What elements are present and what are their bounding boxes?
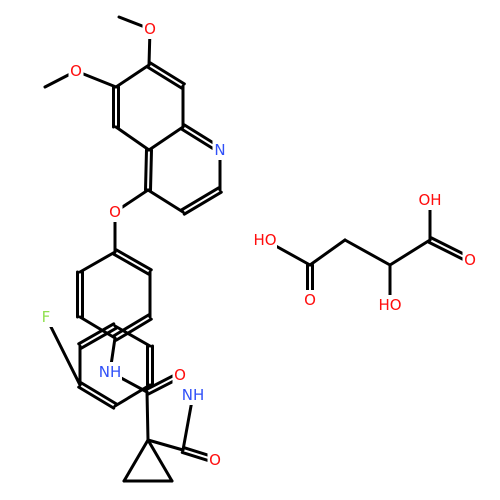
bond-f6-f1-a — [79, 326, 118, 350]
bond-c4a-c8a — [147, 125, 185, 152]
bond-c2-c3-a — [180, 186, 221, 212]
atom-label-bg-quinoline_n — [212, 140, 228, 160]
atom-label-amide_o_lower: O — [209, 451, 221, 469]
atom-label-bg-malic_o_left — [302, 290, 318, 310]
atom-label-bg-amide_o_lower — [207, 450, 223, 470]
atom-label-bg-methoxy_o_top — [142, 19, 158, 39]
atom-label-bg-amide_nh_left — [98, 362, 122, 382]
atom-label-malic_ho_mid: HO — [378, 296, 401, 314]
atom-label-bg-ether_o — [107, 202, 123, 222]
bond-c4-c4a-b — [144, 148, 149, 192]
atom-label-quinoline_n: N — [214, 141, 225, 159]
bond-f6-f1-b — [77, 322, 116, 346]
atom-label-bg-malic_ho_mid — [378, 295, 402, 315]
bond-b3-b4-a — [112, 313, 151, 338]
bond-f1-f2 — [113, 324, 152, 348]
atom-label-methoxy_o_left: O — [70, 62, 82, 80]
bond-c1-c2m — [308, 238, 347, 267]
bond-cp-cAm2 — [146, 438, 185, 452]
atom-label-amide_o_upper: O — [174, 366, 186, 384]
bond-c3m-c4m — [388, 238, 432, 267]
bond-layer — [43, 15, 473, 483]
atom-label-malic_o_left: O — [304, 291, 316, 309]
atom-label-bg-malic_o_right — [462, 250, 478, 270]
bond-b4-b5 — [78, 315, 117, 340]
bond-f4-f5-b — [77, 385, 116, 410]
atom-label-malic_ho_left: HO — [253, 231, 276, 249]
atom-label-fluorine: F — [42, 308, 51, 326]
atom-label-bg-methoxy_o_left — [68, 61, 84, 81]
bond-c4m-oR-a — [427, 240, 471, 264]
atom-label-malic_o_right: O — [464, 251, 476, 269]
atom-label-ether_o: O — [109, 203, 121, 221]
bond-f5-f — [44, 315, 82, 387]
atom-label-methoxy_o_top: O — [144, 20, 156, 38]
atom-label-bg-malic_ho_left — [253, 230, 277, 250]
bond-c2m-c3m — [343, 238, 392, 267]
bond-c2-c3-b — [182, 190, 223, 216]
bond-cp-cpA — [122, 438, 150, 483]
atom-label-bg-amide_nh_right — [181, 385, 205, 405]
atom-label-amide_nh_right: NH — [182, 386, 205, 404]
bond-b1-b2-a — [112, 252, 151, 276]
bond-c4a-c5 — [114, 125, 151, 152]
atom-label-bg-amide_o_upper — [172, 365, 188, 385]
bond-f4-f5-a — [79, 381, 118, 406]
bond-b3-b4-b — [114, 317, 153, 342]
bond-f3-f4 — [113, 383, 152, 408]
atom-label-bg-malic_oh_top — [418, 190, 442, 210]
bond-cp-cpB — [146, 438, 174, 483]
bond-c4-c4a-a — [148, 148, 153, 192]
bond-b6-b1 — [78, 250, 117, 274]
atom-label-amide_nh_left: NH — [99, 363, 122, 381]
bond-cAm1-cp — [145, 390, 150, 442]
bond-c7-c8-a — [146, 65, 184, 90]
atom-label-malic_oh_top: OH — [418, 191, 441, 209]
bond-c3-c4 — [146, 188, 185, 214]
bond-c6-c7 — [114, 63, 151, 89]
bond-b1-b2-b — [114, 248, 153, 272]
bond-c7-c8-b — [148, 61, 186, 86]
atom-label-bg-fluorine — [38, 307, 54, 327]
